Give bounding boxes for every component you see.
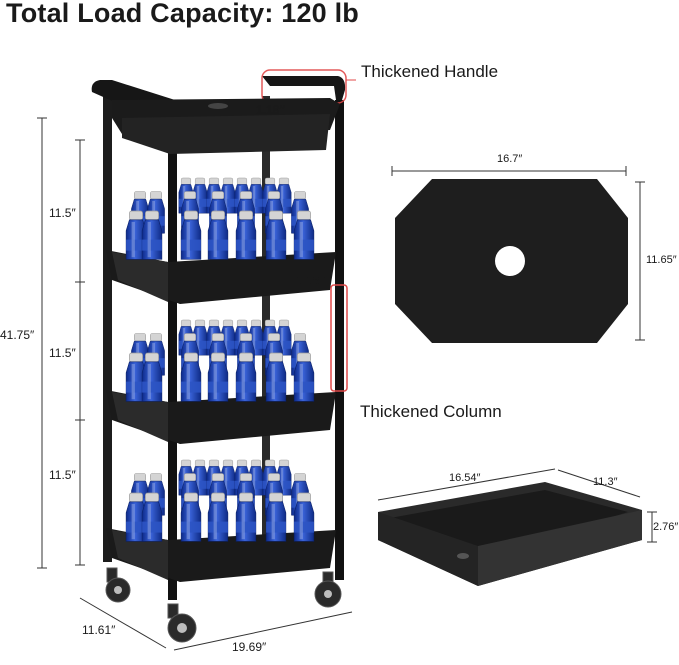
water-bottles-tier-3 (125, 459, 315, 542)
tier-spacing-1-value: 11.5″ (49, 206, 76, 220)
basket-diagram (377, 468, 657, 586)
cart-dimension-lines (37, 79, 356, 651)
basket-length-value: 16.54″ (449, 472, 481, 484)
rolling-cart (91, 69, 348, 643)
tier-spacing-2-value: 11.5″ (49, 346, 76, 360)
lid-board-diagram (391, 166, 645, 343)
thickened-handle-label: Thickened Handle (361, 62, 499, 81)
basket-height-value: 2.76″ (653, 521, 679, 533)
handle-thickness-value: 1.18″ (256, 103, 286, 117)
water-bottles-tier-1 (125, 177, 315, 260)
tier-spacing-3-value: 11.5″ (49, 468, 76, 482)
depth-value: 11.61″ (82, 623, 116, 637)
lid-depth-value: 11.65″ (646, 254, 677, 266)
lid-width-value: 16.7″ (497, 153, 523, 165)
width-value: 19.69″ (232, 640, 267, 654)
total-height-value: 41.75″ (0, 328, 35, 342)
column-thickness-value: 1.18″ (296, 274, 326, 288)
basket-width-value: 11.3″ (593, 476, 618, 488)
water-bottles-tier-2 (125, 319, 315, 402)
headline: Total Load Capacity: 120 lb (6, 0, 359, 28)
thickened-column-label: Thickened Column (360, 402, 502, 421)
